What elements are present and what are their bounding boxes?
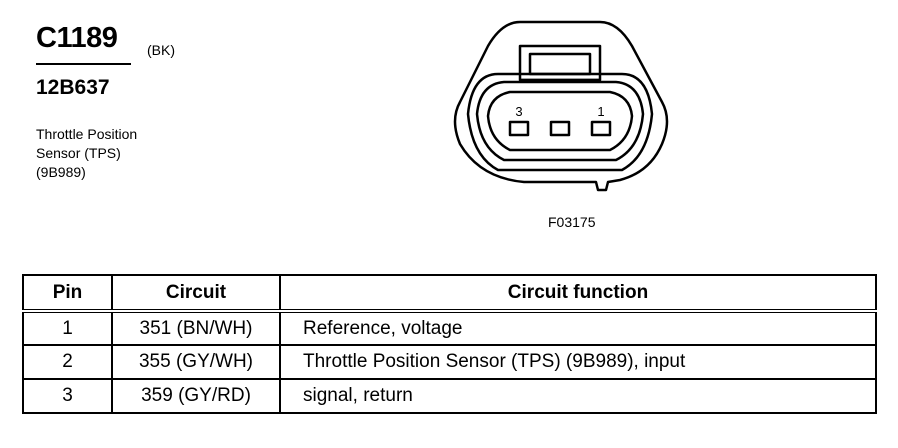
cell-pin: 2	[22, 344, 113, 380]
cell-circuit: 351 (BN/WH)	[111, 309, 281, 346]
pin-label-right: 1	[597, 104, 604, 119]
connector-rim-inner	[475, 80, 645, 162]
cell-function: Reference, voltage	[279, 309, 877, 346]
connector-color: (BK)	[147, 42, 175, 58]
pinout-table: Pin Circuit Circuit function 1 351 (BN/W…	[22, 274, 877, 414]
connector-rim-outer	[466, 72, 654, 172]
cell-circuit: 359 (GY/RD)	[111, 378, 281, 414]
connector-outer-housing	[453, 20, 669, 192]
table-header-row: Pin Circuit Circuit function	[22, 274, 877, 312]
header-circuit-function: Circuit function	[279, 274, 877, 312]
header-pin: Pin	[22, 274, 113, 312]
cell-pin: 1	[22, 309, 113, 346]
part-number: 12B637	[36, 76, 110, 99]
connector-id: C1189	[36, 22, 118, 54]
terminal-slot-3	[508, 120, 530, 137]
component-line-3: (9B989)	[36, 164, 86, 180]
cell-function: Throttle Position Sensor (TPS) (9B989), …	[279, 344, 877, 380]
cell-circuit: 355 (GY/WH)	[111, 344, 281, 380]
table-row: 2 355 (GY/WH) Throttle Position Sensor (…	[22, 344, 877, 380]
terminal-slot-2	[549, 120, 571, 137]
connector-id-underline	[36, 63, 131, 65]
component-description: Throttle Position Sensor (TPS) (9B989)	[36, 125, 196, 182]
header-circuit: Circuit	[111, 274, 281, 312]
table-row: 3 359 (GY/RD) signal, return	[22, 378, 877, 414]
component-line-2: Sensor (TPS)	[36, 145, 121, 161]
component-line-1: Throttle Position	[36, 126, 138, 142]
terminal-slot-1	[590, 120, 612, 137]
connector-latch-inner	[528, 52, 592, 76]
cell-pin: 3	[22, 378, 113, 414]
connector-face-drawing: 3 1	[453, 20, 669, 192]
table-row: 1 351 (BN/WH) Reference, voltage	[22, 309, 877, 346]
connector-pin-cavity	[486, 90, 634, 152]
cell-function: signal, return	[279, 378, 877, 414]
pin-label-left: 3	[515, 104, 522, 119]
figure-id: F03175	[548, 214, 596, 230]
